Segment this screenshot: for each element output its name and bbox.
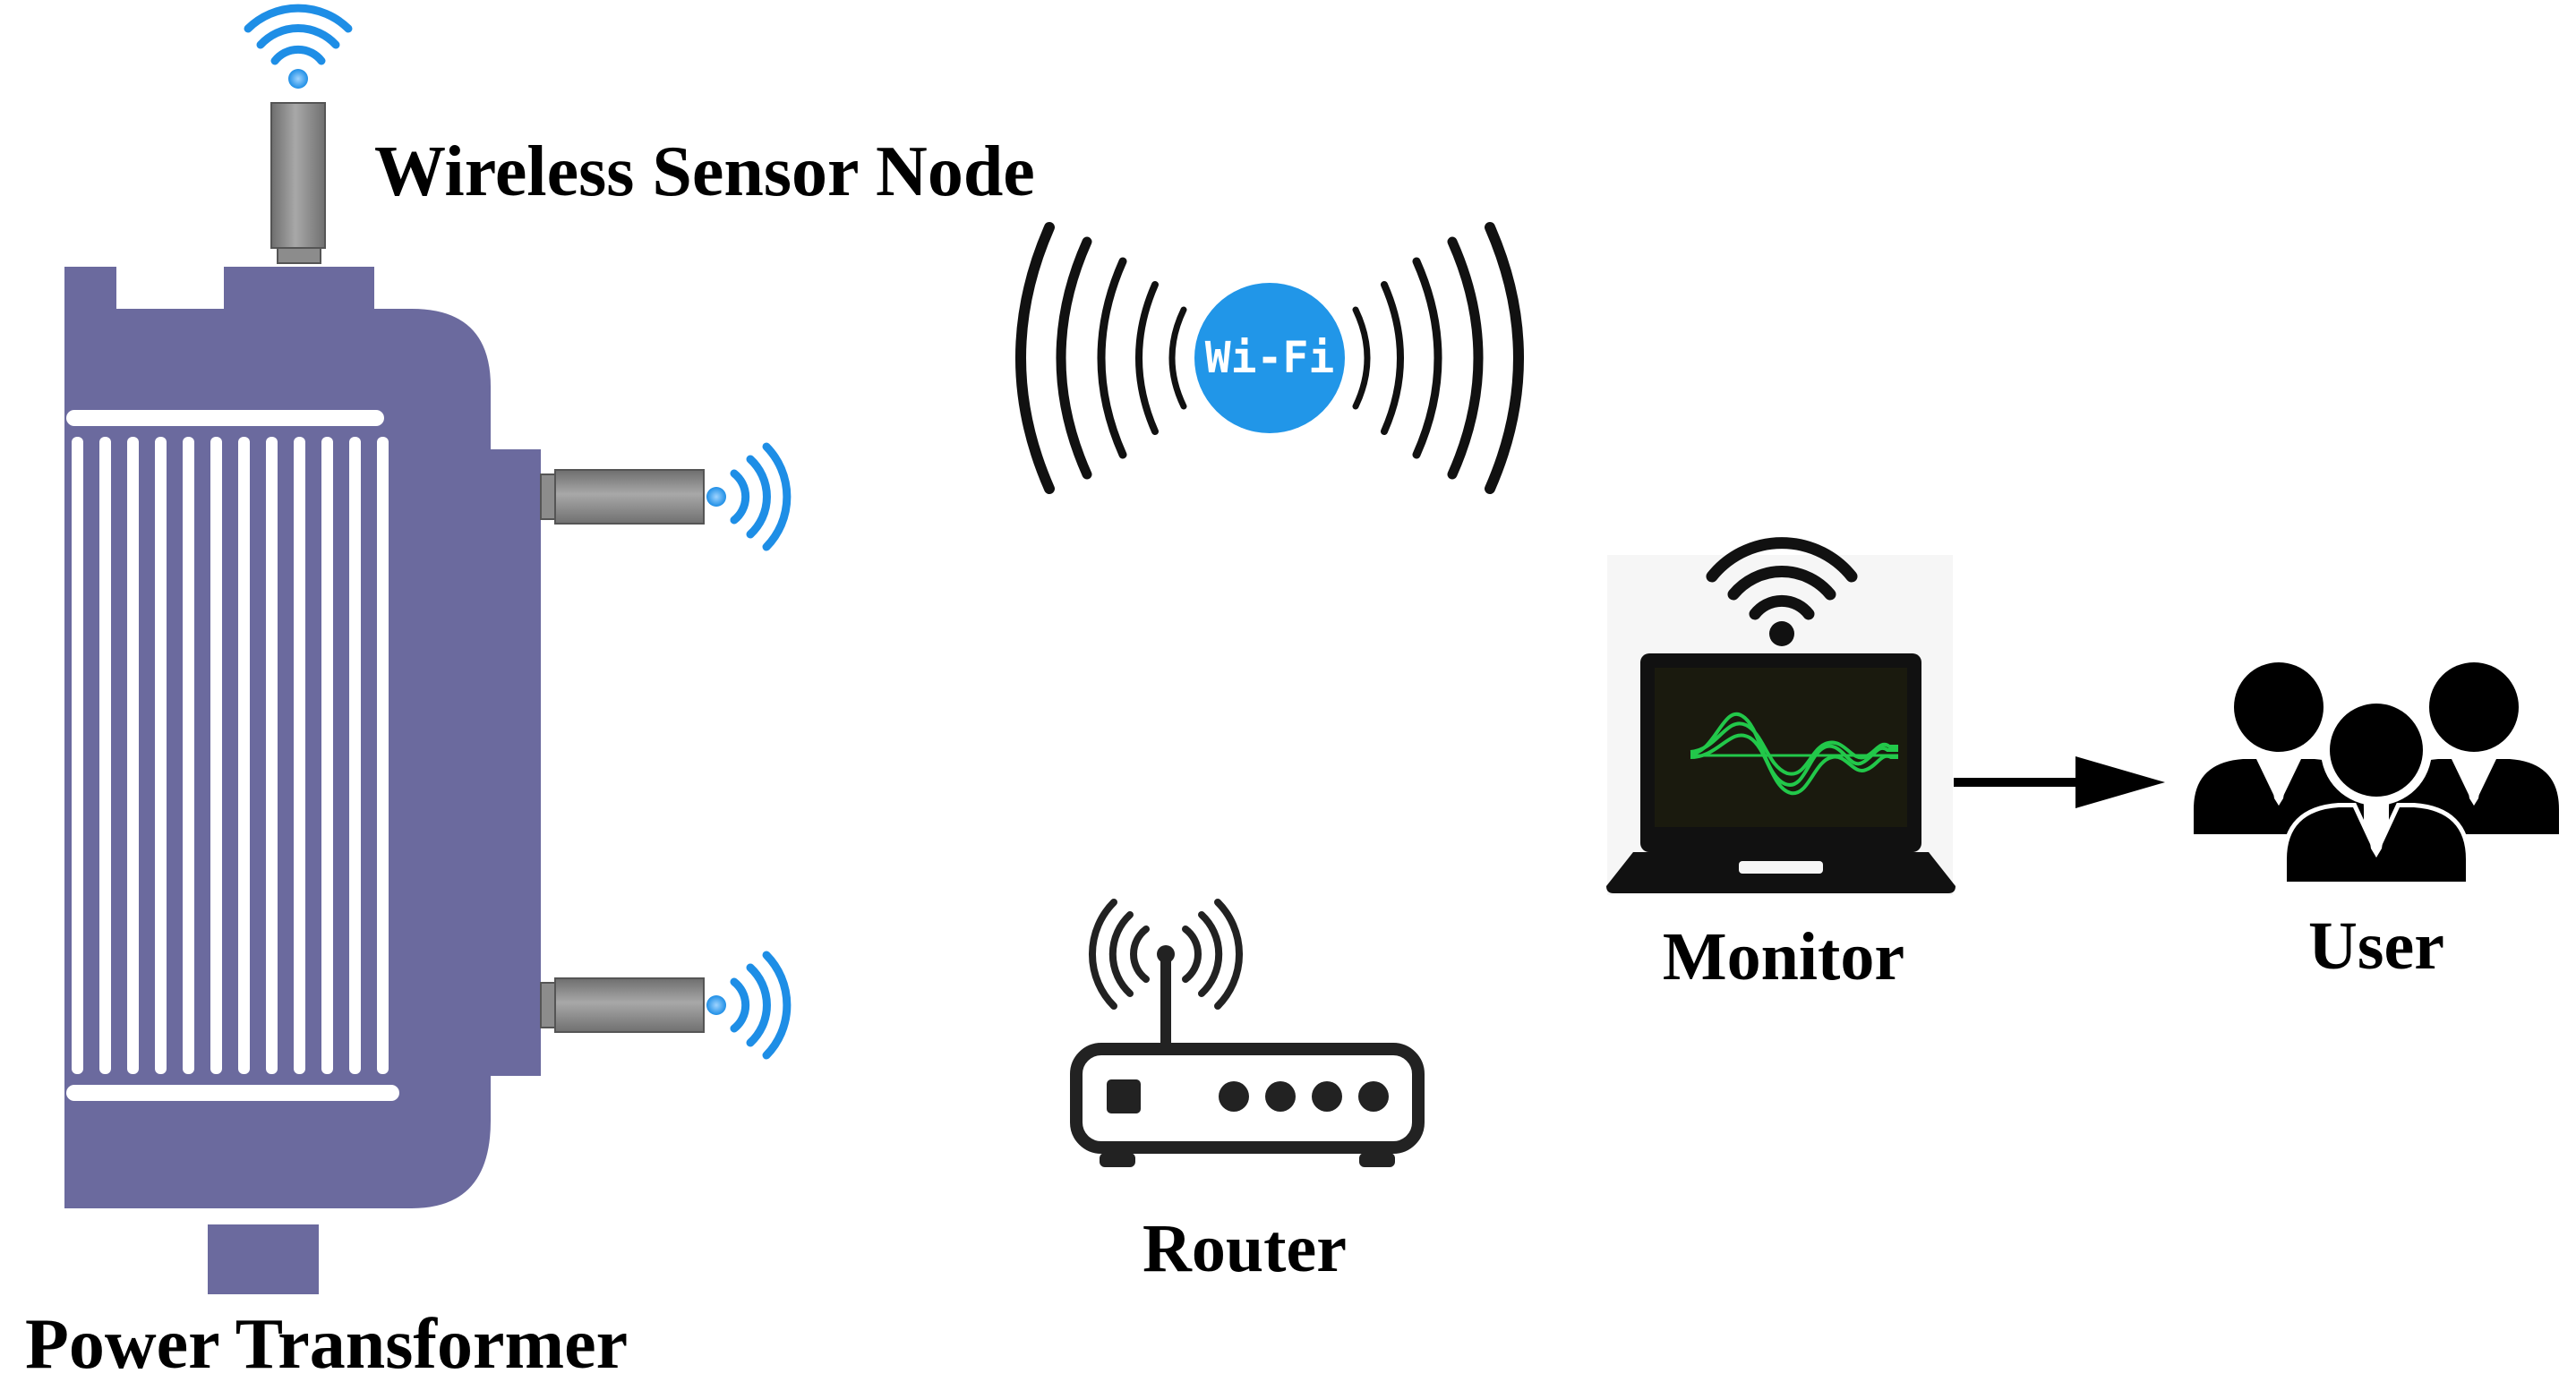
wireless-signal-icon bbox=[706, 951, 792, 1060]
user-figure-center bbox=[2282, 695, 2470, 886]
router-label: Router bbox=[1143, 1211, 1347, 1286]
laptop-trackpad bbox=[1739, 861, 1823, 874]
right-arrow-icon bbox=[1954, 756, 2165, 808]
sensor-node-side-lower bbox=[540, 951, 792, 1060]
laptop-icon bbox=[1606, 537, 1956, 895]
transformer-label: Power Transformer bbox=[25, 1305, 628, 1384]
wireless-signal-icon bbox=[706, 442, 792, 551]
wifi-badge-label: Wi-Fi bbox=[1205, 333, 1335, 383]
router-led bbox=[1265, 1081, 1296, 1112]
user-label: User bbox=[2308, 908, 2444, 984]
sensor-node-side-upper bbox=[540, 442, 792, 551]
router-led bbox=[1312, 1081, 1342, 1112]
wifi-badge-icon: Wi-Fi bbox=[1015, 222, 1524, 494]
sensor-connector bbox=[277, 246, 321, 264]
router-led bbox=[1358, 1081, 1389, 1112]
user-group-icon bbox=[2194, 662, 2559, 886]
wireless-signal-icon bbox=[244, 4, 353, 89]
transformer-base bbox=[208, 1224, 319, 1294]
monitor-label: Monitor bbox=[1663, 919, 1904, 994]
router-icon bbox=[1070, 899, 1425, 1167]
sensor-node-top bbox=[244, 4, 353, 264]
waveform-trace bbox=[1690, 712, 1898, 796]
power-transformer bbox=[64, 267, 541, 1294]
wifi-badge-circle bbox=[1194, 283, 1345, 433]
router-led bbox=[1219, 1081, 1249, 1112]
sensor-body bbox=[554, 469, 705, 525]
router-port bbox=[1107, 1079, 1141, 1113]
cooling-fins bbox=[66, 410, 399, 1101]
sensor-body bbox=[270, 102, 326, 249]
sensor-node-label: Wireless Sensor Node bbox=[374, 132, 1035, 211]
laptop-screen bbox=[1655, 668, 1907, 827]
transformer-side-panel bbox=[484, 449, 541, 1076]
sensor-body bbox=[554, 977, 705, 1033]
